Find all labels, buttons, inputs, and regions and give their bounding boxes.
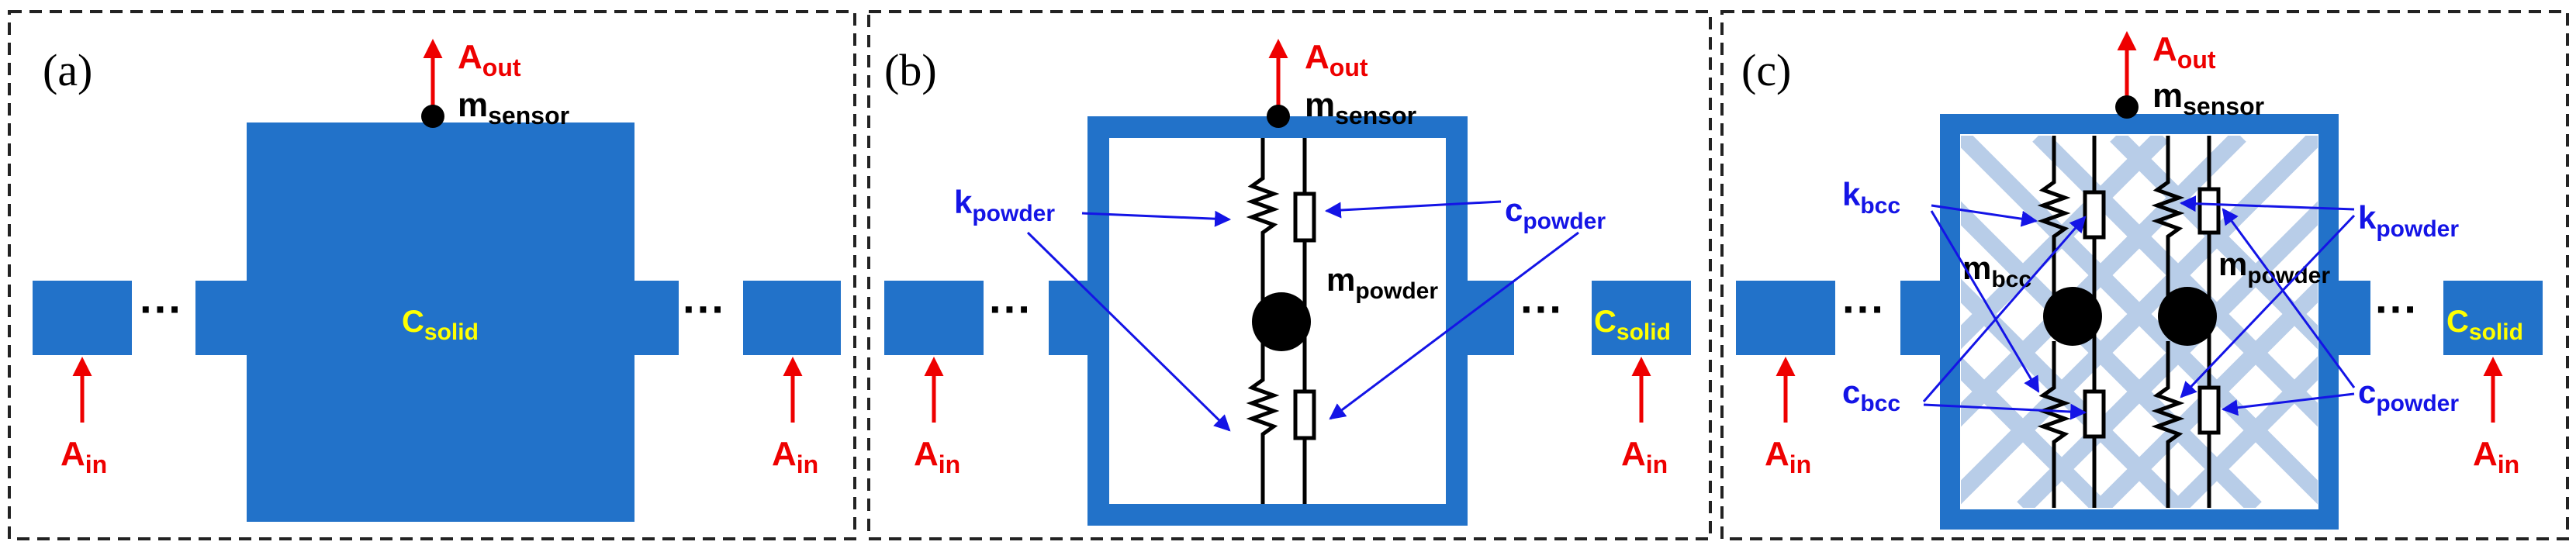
panel-b: (b) ··· ··· Csolid mpowder kpowder cpowd… — [867, 10, 1712, 540]
panel-a-label: (a) — [43, 45, 92, 95]
ellipsis-left: ··· — [1842, 285, 1886, 333]
solid-stub-left — [1900, 281, 1947, 355]
a-in-label-right: Ain — [772, 435, 818, 478]
panel-c-label: (c) — [1741, 45, 1791, 95]
damper-bottom — [2083, 389, 2106, 439]
a-out-label: Aout — [2152, 30, 2216, 74]
ellipsis-right: ··· — [2375, 285, 2419, 333]
input-block-left — [33, 281, 132, 355]
damper-top — [2197, 187, 2221, 235]
panel-b-label: (b) — [884, 45, 937, 95]
damper-top — [1293, 192, 1316, 243]
spring-top — [2151, 136, 2185, 302]
panel-c: (c) ··· ··· Csolid — [1720, 10, 2569, 540]
c-powder-arrow-top — [1324, 200, 1502, 219]
solid-block-right — [2443, 281, 2543, 355]
damper-bottom — [2197, 385, 2221, 435]
c-powder-arrow-bottom — [2221, 392, 2355, 416]
a-out-label: Aout — [1305, 38, 1368, 81]
solid-stub-left — [195, 281, 250, 355]
panel-a: (a) ··· ··· Csolid Aout msensor Ain Ain — [8, 10, 856, 540]
m-bcc-label: mbcc — [1962, 250, 2031, 292]
m-sensor-label: msensor — [1305, 86, 1416, 129]
c-powder-label: cpowder — [1505, 192, 1606, 234]
spring-bottom — [2151, 341, 2185, 508]
k-bcc-label: kbcc — [1842, 176, 1900, 219]
powder-mass — [1252, 292, 1311, 351]
c-bcc-label: cbcc — [1842, 374, 1900, 416]
k-powder-arrow-bottom — [1026, 231, 1231, 432]
c-bcc-arrow-bottom — [1923, 403, 2087, 420]
damper-bottom — [1293, 389, 1316, 440]
k-bcc-arrow-top — [1931, 204, 2038, 227]
powder-mass — [2158, 287, 2217, 346]
solid-block-right — [1592, 281, 1691, 355]
a-in-label-left: Ain — [1765, 435, 1811, 478]
input-block-left — [1736, 281, 1835, 355]
solid-stub-right — [2330, 281, 2370, 355]
sensor-mass-dot — [1267, 105, 1290, 128]
k-powder-arrow-bottom — [2180, 214, 2356, 399]
ellipsis-left: ··· — [989, 285, 1032, 333]
spring-bottom — [1246, 341, 1280, 504]
bcc-spring-damper-chain — [2037, 136, 2106, 508]
c-bcc-arrow-top — [1922, 216, 2087, 402]
ellipsis-right: ··· — [1520, 285, 1564, 333]
k-powder-label: kpowder — [2358, 199, 2459, 242]
c-powder-arrow-top — [2222, 208, 2356, 388]
sensor-mass-dot — [421, 105, 444, 128]
m-powder-label: mpowder — [1326, 261, 1438, 304]
damper-top — [2083, 190, 2106, 240]
sensor-mass-dot — [2115, 95, 2139, 119]
panel-a-frame — [8, 10, 856, 540]
m-sensor-label: msensor — [2152, 77, 2264, 120]
k-bcc-arrow-bottom — [1930, 210, 2040, 393]
m-sensor-label: msensor — [458, 86, 569, 129]
c-powder-arrow-bottom — [1329, 231, 1579, 420]
spring-bottom — [2037, 341, 2071, 508]
bcc-mass — [2043, 287, 2102, 346]
c-solid-label: Csolid — [1594, 305, 1671, 345]
c-solid-label: Csolid — [2446, 305, 2523, 345]
k-powder-label: kpowder — [954, 184, 1055, 226]
c-powder-label: cpowder — [2358, 374, 2459, 416]
k-powder-arrow-top — [1081, 210, 1232, 227]
a-out-label: Aout — [458, 38, 521, 81]
panel-c-frame — [1720, 10, 2569, 540]
spring-top — [1246, 138, 1280, 302]
a-in-label-left: Ain — [61, 435, 107, 478]
ellipsis-right: ··· — [683, 285, 726, 333]
solid-stub-right — [1468, 281, 1514, 355]
input-block-left — [884, 281, 984, 355]
solid-stub-right — [632, 281, 679, 355]
input-block-right — [743, 281, 841, 355]
c-solid-label: Csolid — [402, 305, 479, 345]
a-in-label-left: Ain — [914, 435, 960, 478]
ellipsis-left: ··· — [140, 285, 183, 333]
spring-top — [2037, 136, 2071, 302]
solid-block — [247, 122, 634, 522]
k-powder-arrow-top — [2179, 195, 2355, 212]
a-in-label-right: Ain — [1621, 435, 1668, 478]
a-in-label-right: Ain — [2473, 435, 2519, 478]
